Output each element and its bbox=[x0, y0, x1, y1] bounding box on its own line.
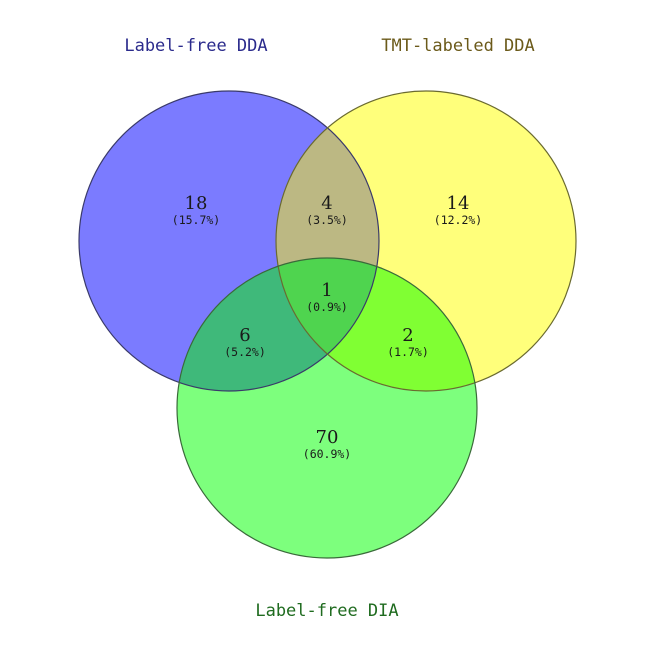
set-b-title: TMT-labeled DDA bbox=[381, 36, 535, 56]
region-abc-percent: (0.9%) bbox=[306, 300, 348, 314]
overlap-ac-region bbox=[177, 258, 379, 391]
region-a-only-percent: (15.7%) bbox=[172, 213, 220, 227]
set-b-outline bbox=[275, 90, 577, 392]
region-ac-count: 6 bbox=[239, 325, 250, 346]
region-b-only-count: 14 bbox=[447, 193, 470, 214]
region-ab-count: 4 bbox=[321, 193, 332, 214]
region-ac-percent: (5.2%) bbox=[224, 345, 266, 359]
region-abc-count: 1 bbox=[321, 280, 332, 301]
region-a-only-count: 18 bbox=[185, 193, 208, 214]
region-ab-percent: (3.5%) bbox=[306, 213, 348, 227]
region-bc-count: 2 bbox=[402, 325, 413, 346]
set-c-title: Label-free DIA bbox=[255, 601, 398, 621]
region-c-only-percent: (60.9%) bbox=[303, 447, 351, 461]
set-a-title: Label-free DDA bbox=[124, 36, 267, 56]
overlap-bc-region bbox=[276, 258, 477, 391]
region-b-only-percent: (12.2%) bbox=[434, 213, 482, 227]
set-c-outline bbox=[176, 257, 478, 559]
region-c-only-count: 70 bbox=[316, 427, 339, 448]
set-a-outline bbox=[78, 90, 380, 392]
region-bc-percent: (1.7%) bbox=[387, 345, 429, 359]
